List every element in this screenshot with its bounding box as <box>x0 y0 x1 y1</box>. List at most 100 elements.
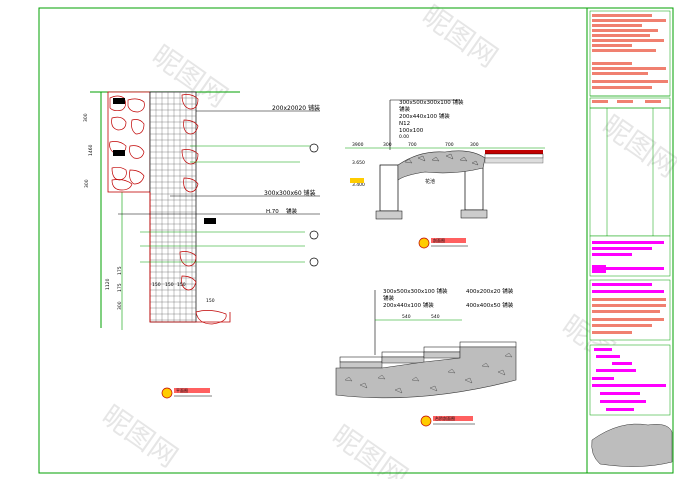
title-block-text-bar <box>592 384 666 387</box>
title-block-text-bar <box>592 72 648 75</box>
label-paving-mid: 300x300x60 铺装 <box>264 189 316 197</box>
section-a-mid-label: 花池 <box>425 178 435 185</box>
title-block-text-bar <box>592 253 632 256</box>
elevation-tag: 3.650 <box>352 160 365 166</box>
dim-text: 300 <box>83 113 89 122</box>
dim-text: 1460 <box>88 144 94 156</box>
plan-title: 平面图 <box>176 387 188 393</box>
title-block-text-bar <box>592 86 652 89</box>
section-b-title-bubble <box>420 415 432 427</box>
dim-text: 300 <box>84 179 90 188</box>
section-marker <box>309 257 319 267</box>
section-b-label: 200x440x100 铺装 <box>383 301 434 309</box>
section-b-label: 铺装 <box>383 294 395 302</box>
title-block-text-bar <box>592 29 658 32</box>
title-block-text-bar <box>592 62 632 65</box>
dim-text: 150 <box>165 282 174 288</box>
dim-text: 150 <box>152 282 161 288</box>
section-a-label: N12 <box>399 121 410 127</box>
dim-text: 540 <box>402 314 411 320</box>
label-elevation-text: 铺装 <box>286 207 298 215</box>
section-a: 300x500x300x100 铺装 铺装 200x440x100 铺装 N12… <box>345 98 545 249</box>
rubble-fill <box>397 150 486 181</box>
stone-wall-right <box>179 94 227 325</box>
title-block-text-bar <box>592 247 652 250</box>
watermark-text: 昵图网 <box>96 399 184 474</box>
title-block-text-bar <box>592 14 652 17</box>
plan-title-bubble <box>161 387 173 399</box>
title-block-text-bar <box>596 355 620 358</box>
section-b-label: 400x400x50 铺装 <box>466 301 514 309</box>
title-block-text-bar <box>594 348 612 351</box>
section-b-title-bar <box>433 416 473 421</box>
watermark-text: 昵图网 <box>596 109 677 184</box>
section-a-title-bar <box>431 238 466 243</box>
title-block-text-bar <box>592 283 652 286</box>
key-plan <box>591 423 673 467</box>
title-block <box>589 10 673 467</box>
title-block-text-bar <box>592 265 606 273</box>
tag-box <box>204 218 216 224</box>
watermark-text: 昵图网 <box>326 419 414 479</box>
drawing-frame <box>38 7 674 474</box>
section-a-title-bubble <box>418 237 430 249</box>
dim-text: 300 <box>470 142 479 148</box>
label-elevation: H.70 <box>266 209 279 215</box>
label-paving-top: 200x20020 铺装 <box>272 104 320 112</box>
title-block-text-bar <box>592 49 656 52</box>
title-block-text-bar <box>592 39 664 42</box>
title-block-text-bar <box>592 34 650 37</box>
dim-text: 150 <box>206 298 215 304</box>
section-marker <box>309 230 319 240</box>
title-block-text-bar <box>592 298 666 301</box>
title-block-text-bar <box>592 318 664 321</box>
title-block-text-bar <box>592 377 614 380</box>
dim-text: 175 <box>117 266 123 275</box>
section-a-label: 铺装 <box>399 105 411 113</box>
section-a-label: 0.00 <box>399 134 409 140</box>
title-block-text-bar <box>606 408 634 411</box>
gravel-bed <box>335 346 517 399</box>
section-b-title: 台阶剖面图 <box>435 415 455 421</box>
title-block-text-bar <box>592 290 664 293</box>
section-b-label: 300x500x300x100 铺装 <box>383 287 448 295</box>
section-a-title: 剖面图 <box>433 237 445 243</box>
title-block-text-bar <box>592 80 668 83</box>
dim-text: 300 <box>383 142 392 148</box>
section-b-label: 400x200x20 铺装 <box>466 287 514 295</box>
step-paving <box>339 341 517 369</box>
tag-box <box>113 150 125 156</box>
dim-text: 150 <box>177 282 186 288</box>
title-block-text-bar <box>600 392 640 395</box>
plan-view: 200x20020 铺装 300x300x60 铺装 H.70 铺装 300 1… <box>83 91 320 399</box>
dim-text: 700 <box>445 142 454 148</box>
dim-text: 700 <box>408 142 417 148</box>
title-block-text-bar <box>600 267 664 270</box>
elevation-tag: 3.400 <box>352 182 365 188</box>
dim-text: 300 <box>117 301 123 310</box>
dim-text: 1120 <box>105 278 111 290</box>
plan-title-bar <box>174 388 210 393</box>
dim-text: 175 <box>117 283 123 292</box>
title-block-text-bar <box>592 304 666 307</box>
tag-box <box>113 98 125 104</box>
title-block-text-bar <box>600 400 646 403</box>
title-block-text-bar <box>596 369 636 372</box>
section-a-label: 100x100 <box>399 128 424 134</box>
title-block-text-bar <box>592 324 652 327</box>
title-block-text-bar <box>592 310 660 313</box>
title-block-text-bar <box>592 24 642 27</box>
title-block-text-bar <box>592 67 666 70</box>
title-block-text-bar <box>592 331 632 334</box>
section-marker <box>309 143 319 153</box>
title-block-text-bar <box>592 241 664 244</box>
section-a-label: 300x500x300x100 铺装 <box>399 98 464 106</box>
dim-text: 540 <box>431 314 440 320</box>
section-a-label: 200x440x100 铺装 <box>399 112 450 120</box>
title-block-text-bar <box>592 44 632 47</box>
title-block-text-bar <box>612 362 632 365</box>
title-block-text-bar <box>592 19 666 22</box>
dim-text: 3900 <box>352 142 364 148</box>
section-b: 300x500x300x100 铺装 铺装 200x440x100 铺装 400… <box>335 287 517 427</box>
